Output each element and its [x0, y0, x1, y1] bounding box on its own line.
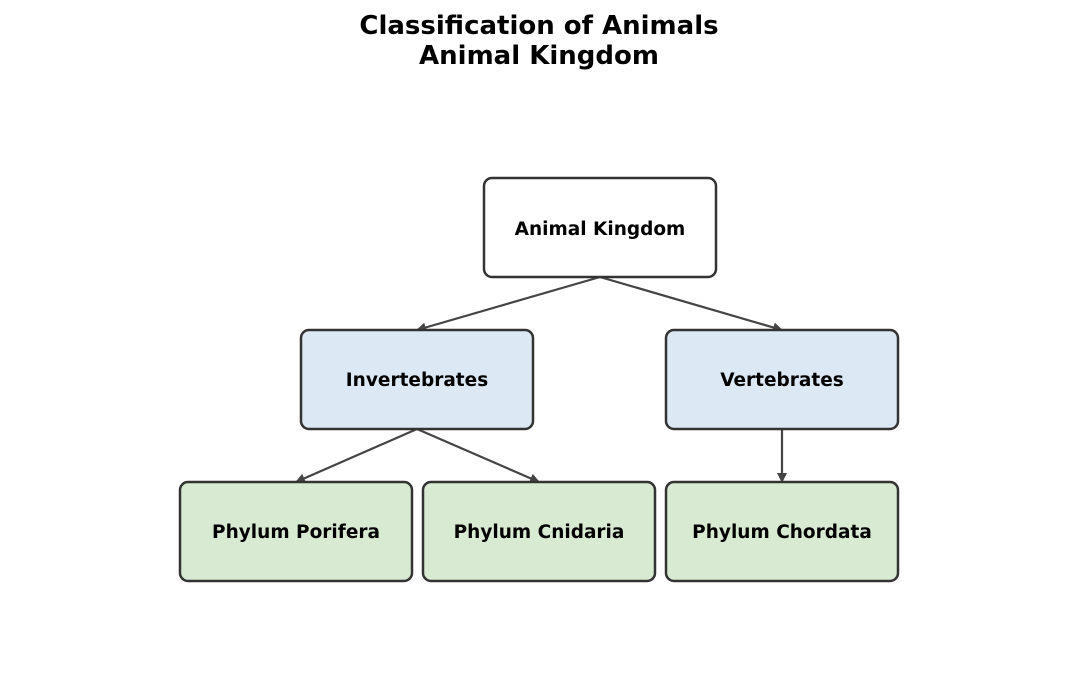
node-box-phylum-cnidaria — [421, 480, 657, 583]
node-label-phylum-porifera: Phylum Porifera — [212, 522, 380, 543]
node-box-phylum-chordata — [664, 480, 900, 583]
node-phylum-porifera: Phylum Porifera — [178, 480, 414, 583]
node-label-invertebrates: Invertebrates — [346, 370, 488, 391]
node-box-vertebrates — [664, 328, 900, 431]
node-animal-kingdom: Animal Kingdom — [482, 176, 718, 279]
node-vertebrates: Vertebrates — [664, 328, 900, 431]
diagram-title-line-2: Animal Kingdom — [419, 41, 659, 71]
node-box-animal-kingdom — [482, 176, 718, 279]
edge-invertebrates-to-cnidaria — [416, 427, 540, 484]
node-box-phylum-porifera — [178, 480, 414, 583]
node-label-animal-kingdom: Animal Kingdom — [515, 219, 686, 240]
node-invertebrates: Invertebrates — [299, 328, 535, 431]
node-phylum-cnidaria: Phylum Cnidaria — [421, 480, 657, 583]
node-label-phylum-chordata: Phylum Chordata — [692, 522, 872, 543]
node-box-invertebrates — [299, 328, 535, 431]
edge-invertebrates-to-porifera — [295, 427, 418, 484]
node-phylum-chordata: Phylum Chordata — [664, 480, 900, 583]
diagram-title-line-1: Classification of Animals — [359, 11, 718, 41]
node-label-vertebrates: Vertebrates — [720, 370, 844, 391]
edge-root-to-invertebrates — [416, 275, 601, 333]
node-label-phylum-cnidaria: Phylum Cnidaria — [454, 522, 625, 543]
edge-root-to-vertebrates — [599, 275, 783, 333]
edges-group — [295, 275, 787, 484]
